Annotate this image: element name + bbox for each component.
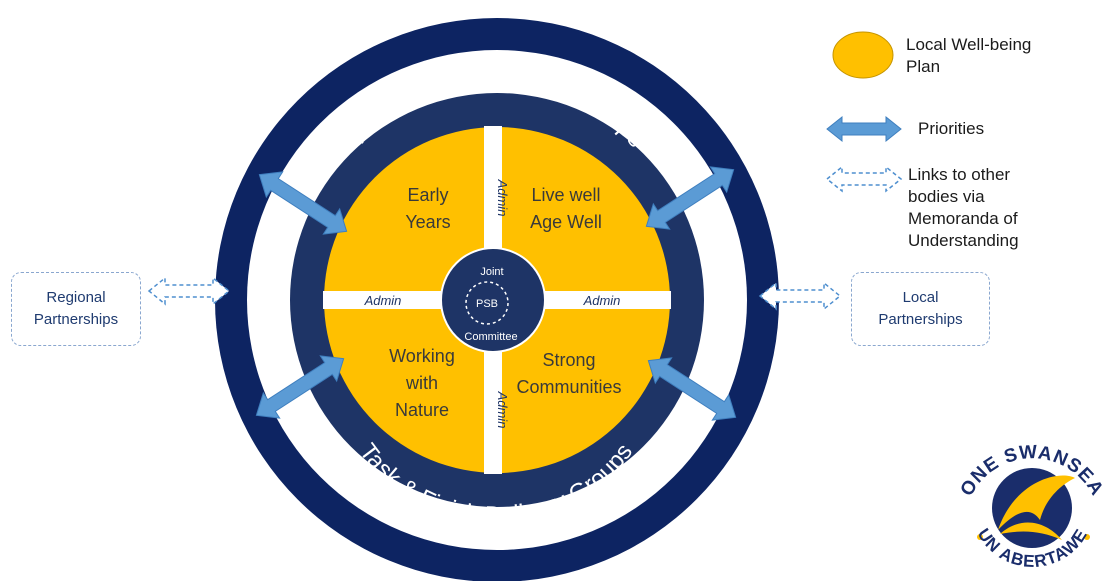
logo-dot-left <box>977 534 983 540</box>
legend-plan-label: Local Well-being Plan <box>906 34 1031 78</box>
legend-links-line-1: Links to other <box>908 165 1011 184</box>
quadrant-early-years-line-2: Years <box>405 212 450 232</box>
local-partnerships-box: Local Partnerships <box>851 272 990 346</box>
legend-links-label: Links to other bodies via Memoranda of U… <box>908 164 1019 252</box>
quadrant-communities-line-1: Strong <box>542 350 595 370</box>
quadrant-strong-communities: Strong Communities <box>516 350 621 397</box>
priority-arrow-bottom-left <box>255 355 345 419</box>
center-joint-label: Joint <box>480 266 503 278</box>
quadrant-live-well-line-2: Age Well <box>530 212 602 232</box>
legend-plan-line-1: Local Well-being <box>906 35 1032 54</box>
legend-plan-swatch-icon <box>832 31 894 79</box>
local-partnerships-line-2: Partnerships <box>878 311 963 328</box>
legend-plan-line-2: Plan <box>906 57 941 76</box>
quadrant-communities-line-2: Communities <box>516 377 621 397</box>
quadrant-live-well-line-1: Live well <box>531 185 600 205</box>
quadrant-nature-line-1: Working <box>389 346 455 366</box>
admin-label-right: Admin <box>583 293 621 308</box>
regional-partnerships-line-1: Regional <box>46 289 106 306</box>
quadrant-early-years-line-1: Early <box>407 185 448 205</box>
legend-priorities-line: Priorities <box>918 119 985 138</box>
link-arrow-regional <box>147 276 231 306</box>
center-committee-label: Committee <box>464 331 517 343</box>
priority-arrow-bottom-right <box>647 357 737 421</box>
logo-dot-right <box>1084 534 1090 540</box>
legend-priorities-arrow-icon <box>826 115 902 143</box>
local-partnerships-line-1: Local <box>902 289 939 306</box>
one-swansea-logo: ONE SWANSEA UN ABERTAWE <box>956 442 1106 571</box>
legend-links-arrow-icon <box>825 165 903 193</box>
quadrant-early-years: Early Years <box>405 185 450 232</box>
quadrant-working-with-nature: Working with Nature <box>389 346 455 420</box>
legend-links-line-3: Memoranda of <box>908 209 1018 228</box>
admin-label-left: Admin <box>364 293 402 308</box>
legend-priorities-label: Priorities <box>918 118 984 140</box>
quadrant-nature-line-3: Nature <box>395 400 449 420</box>
admin-label-bottom: Admin <box>495 391 510 429</box>
link-arrow-local <box>758 281 842 311</box>
legend-links-line-4: Understanding <box>908 231 1019 250</box>
psb-circle <box>465 281 509 325</box>
priority-arrow-top-right <box>645 166 735 230</box>
logo-swoosh-icon <box>998 475 1075 530</box>
center-psb-label: PSB <box>476 298 498 310</box>
priority-arrow-top-left <box>258 171 348 235</box>
regional-partnerships-line-2: Partnerships <box>33 311 119 328</box>
regional-partnerships-box: Regional Partnerships <box>11 272 141 346</box>
quadrant-nature-line-2: with <box>405 373 438 393</box>
admin-label-top: Admin <box>495 179 510 217</box>
legend-links-line-2: bodies via <box>908 187 985 206</box>
quadrant-live-well-age-well: Live well Age Well <box>530 185 602 232</box>
